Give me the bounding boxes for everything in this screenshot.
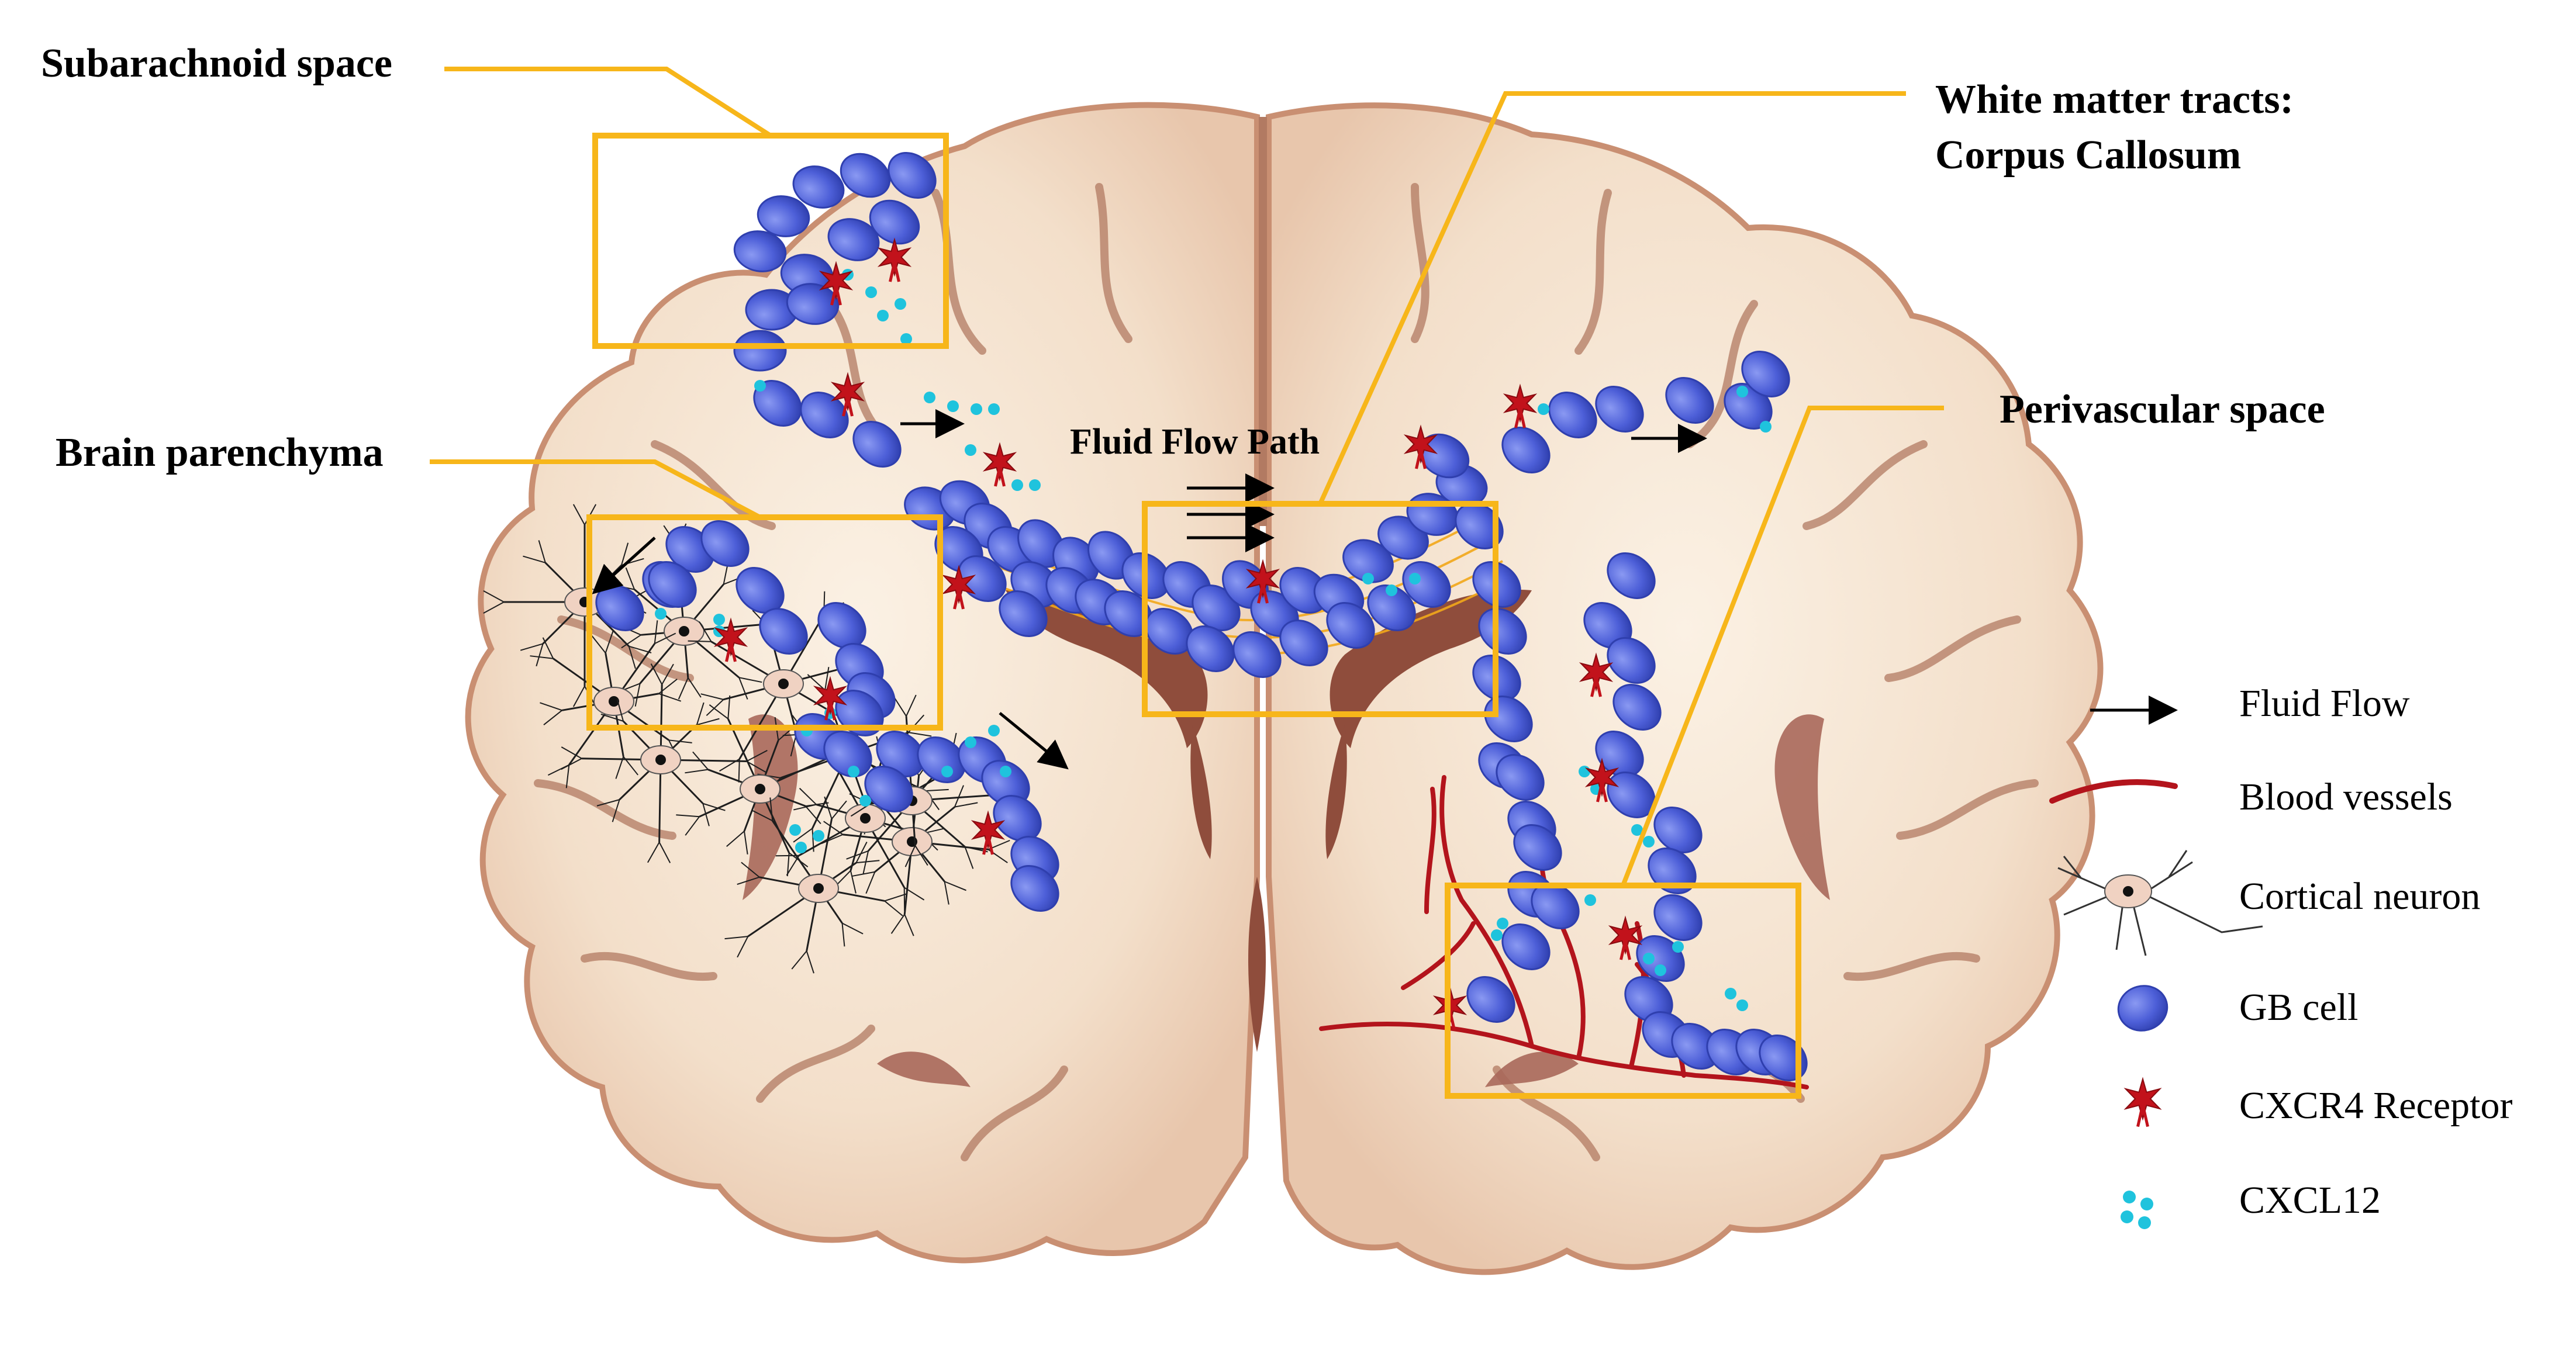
cxcl12-dot [1000, 766, 1011, 777]
cxcl12-dot [877, 310, 889, 321]
cxcl12-dot [924, 392, 935, 403]
cxcl12-dot [1538, 403, 1549, 415]
cxcl12-dot [859, 795, 871, 807]
legend-gb-cell: GB cell [2239, 985, 2358, 1030]
white-matter-label-line2: Corpus Callosum [1935, 132, 2241, 180]
cxcl12-dot [1672, 941, 1684, 953]
subarachnoid-label: Subarachnoid space [41, 40, 392, 88]
cxcl12-dot [988, 725, 1000, 736]
legend-cortical-neuron: Cortical neuron [2239, 874, 2480, 919]
gb-cell [734, 331, 786, 371]
cxcl12-dot [1386, 584, 1397, 596]
cxcl12-dot [941, 766, 953, 777]
legend-cxcl12: CXCL12 [2239, 1178, 2381, 1223]
legend-fluid-flow: Fluid Flow [2239, 681, 2410, 727]
cxcr4-receptor-icon [2126, 1079, 2160, 1127]
fluid-flow-path-label: Fluid Flow Path [1070, 421, 1320, 463]
white-matter-label-line1: White matter tracts: [1935, 76, 2294, 124]
cxcl12-dot [1491, 929, 1503, 941]
cxcl12-dot [1760, 421, 1772, 433]
brain-parenchyma-label: Brain parenchyma [56, 429, 384, 478]
cxcl12-dot [1584, 894, 1596, 906]
cxcl12-dot [1725, 988, 1736, 999]
cxcl12-dot [1736, 386, 1748, 397]
cxcr4-star [2126, 1079, 2160, 1127]
cxcl12-dot [971, 403, 982, 415]
cxcl12-dot [813, 830, 824, 842]
cxcl12-dot [1497, 918, 1508, 929]
cxcl12-dot [848, 766, 859, 777]
cxcl12-dot [655, 608, 667, 620]
cxcl12-dot [965, 736, 976, 748]
legend-cxcr4: CXCR4 Receptor [2239, 1083, 2512, 1129]
legend-blood-vessels: Blood vessels [2239, 774, 2453, 820]
cxcl12-dot [895, 298, 906, 310]
cxcl12-dot [965, 444, 976, 456]
cxcl12-dot [713, 614, 725, 625]
cxcl12-dot [947, 400, 959, 412]
cxcl12-dot [988, 403, 1000, 415]
cxcl12-dot [1409, 573, 1421, 584]
cxcl12-dot [789, 824, 801, 836]
perivascular-label: Perivascular space [2000, 386, 2325, 434]
cxcl12-dot [1643, 953, 1655, 964]
neuron-icon [2058, 850, 2263, 956]
cxcl12-dot [1011, 479, 1023, 491]
cxcl12-dot [795, 842, 807, 853]
cxcl12-dot [1579, 766, 1590, 777]
cxcl12-dot [1643, 836, 1655, 847]
cxcl12-dot [865, 286, 877, 298]
gb-cell-icon [2114, 980, 2173, 1036]
cxcl12-dot [754, 380, 766, 392]
cxcl12-dot [1655, 964, 1666, 976]
cxcl12-dot [1736, 999, 1748, 1011]
cxcl12-dot [1362, 573, 1374, 584]
legend-icons [2052, 710, 2263, 1229]
cxcl12-dots-icon [2121, 1191, 2153, 1229]
cxcl12-dot [1029, 479, 1041, 491]
